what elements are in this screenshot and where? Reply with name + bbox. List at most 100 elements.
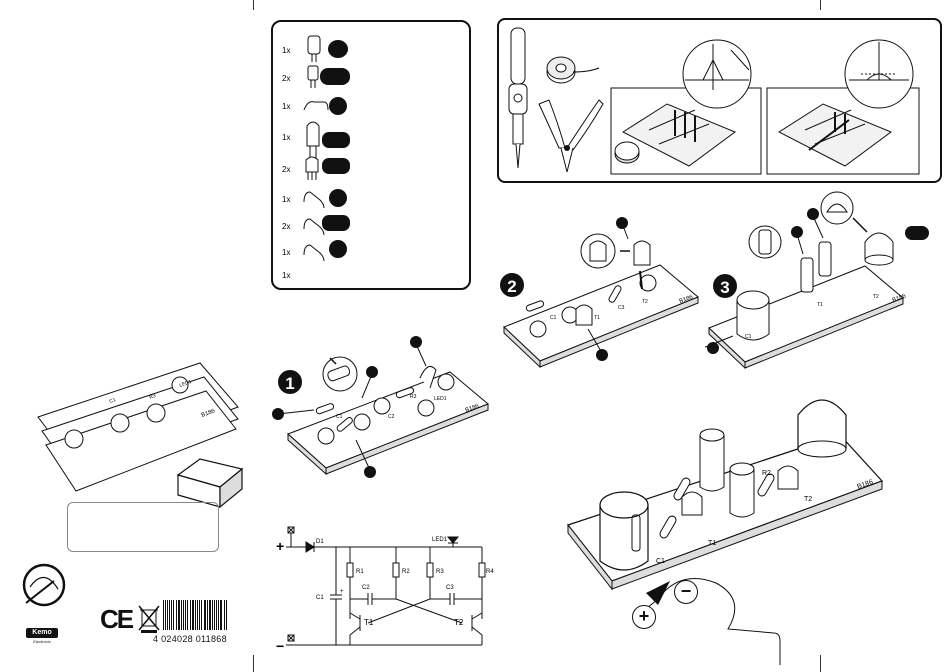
barcode-bar [176, 600, 177, 630]
schematic-r1-label: R1 [356, 569, 364, 575]
schematic-c2-label: C2 [362, 585, 370, 591]
step-2-c1-label: C1 [550, 315, 557, 321]
schematic-t2-label: T2 [454, 618, 464, 627]
step-2-t1-label: T1 [594, 315, 600, 321]
parts-qty: 1x [282, 195, 290, 204]
schematic-plus-label: + [276, 538, 284, 554]
schematic-c1-polarity: + [340, 589, 344, 595]
step-3-drawing: 3 B186 T1 T2 C1 [705, 190, 940, 380]
polarity-minus-badge: − [674, 580, 698, 604]
big-pcb-t2-label: T2 [804, 496, 812, 503]
schematic-r2-label: R2 [402, 569, 410, 575]
barcode-bar [192, 600, 194, 630]
barcode-bar [209, 600, 211, 630]
soldering-iron-icon [509, 28, 527, 168]
barcode-bar [185, 600, 186, 630]
parts-badge-wide [320, 68, 350, 85]
barcode-bar [214, 600, 215, 630]
parts-qty: 2x [282, 74, 290, 83]
parts-row-3: 1x [282, 97, 347, 115]
barcode-bar [224, 600, 225, 630]
parts-qty: 2x [282, 222, 290, 231]
barcode-bar [201, 600, 202, 630]
barcode-bar [226, 600, 227, 630]
parts-row-9: 1x [282, 271, 290, 280]
step-3-t2-label: T2 [873, 294, 879, 300]
step-1-r3-label: R3 [410, 394, 417, 400]
soldering-step-image-2 [767, 40, 919, 174]
step-1-number: 1 [285, 374, 294, 393]
barcode-bar [183, 600, 184, 630]
step-2-t2-label: T2 [642, 299, 648, 305]
finished-pcb-drawing: B186 C1 T1 T2 R2 [540, 385, 900, 665]
fold-line-left-bottom [253, 655, 254, 672]
barcode-bar [190, 600, 191, 630]
parts-badge-round [329, 240, 347, 258]
big-pcb-t1-label: T1 [708, 540, 716, 547]
barcode-bar [163, 600, 164, 630]
parts-qty: 1x [282, 46, 290, 55]
step-1-illustration: 1 B186 C1 C2 R3 LED1 [270, 330, 500, 485]
big-pcb-c1-label: C1 [656, 558, 665, 565]
parts-row-2: 2x [282, 66, 350, 88]
barcode-bar [171, 600, 172, 630]
barcode-bar [204, 600, 206, 630]
parts-badge-round [329, 189, 347, 207]
step-2-illustration: 2 B186 T1 T2 C1 C3 [498, 215, 708, 380]
barcode-bar [181, 600, 182, 630]
step-3-illustration: 3 B186 T1 T2 C1 [705, 190, 940, 385]
step-2-c3-label: C3 [618, 305, 625, 311]
parts-row-6: 1x [282, 189, 347, 208]
step-2-number: 2 [507, 277, 516, 296]
step-2-drawing: 2 B186 T1 T2 C1 C3 [498, 215, 708, 375]
step-1-led1-label: LED1 [434, 396, 447, 402]
parts-row-5: 2x [282, 157, 350, 180]
schematic-t1-label: T1 [364, 618, 374, 627]
schematic-led1-label: LED1 [432, 537, 448, 543]
barcode-bar [199, 600, 200, 630]
barcode-bar [220, 600, 222, 630]
barcode-bar [173, 600, 174, 630]
parts-list-drawing: 1x 2x 1x 1x 2x 1x [280, 32, 460, 282]
barcode-bar [178, 600, 180, 630]
barcode-bar [167, 600, 168, 630]
barcode-bar [187, 600, 188, 630]
barcode-bar [207, 600, 208, 630]
parts-list: 1x 2x 1x 1x 2x 1x [280, 32, 460, 282]
parts-badge-wide [322, 132, 350, 148]
parts-row-7: 2x [282, 215, 350, 235]
step-3-number: 3 [720, 278, 729, 297]
soldering-step-image-1 [611, 40, 761, 174]
barcode-bar [216, 600, 217, 630]
parts-badge-round [328, 40, 348, 58]
polarity-plus-badge: + [632, 605, 656, 629]
barcode-bars [163, 600, 245, 630]
barcode-bar [169, 600, 170, 630]
parts-qty: 2x [282, 165, 290, 174]
solder-reel-icon [547, 57, 599, 83]
schematic-c1-label: C1 [316, 595, 324, 601]
barcode [163, 600, 245, 635]
polarity-plus-text: + [639, 606, 650, 626]
barcode-digits: 4 024028 011868 [153, 634, 227, 644]
parts-row-4: 1x [282, 122, 350, 158]
parts-badge-wide [322, 158, 350, 174]
fold-line-right [820, 0, 821, 10]
info-box [67, 502, 219, 552]
tools-illustration [499, 20, 937, 178]
ce-mark: CE [100, 604, 132, 635]
side-cutter-icon [539, 100, 603, 172]
step-3-c1-label: C1 [745, 334, 752, 340]
schematic-r4-label: R4 [486, 569, 494, 575]
step-3-t1-label: T1 [817, 302, 823, 308]
parts-qty: 1x [282, 102, 290, 111]
finished-pcb-illustration: B186 C1 T1 T2 R2 [540, 385, 900, 670]
parts-badge-wide [322, 215, 350, 231]
schematic-drawing: + − D1 LED1 R1 R2 R3 R4 C1 C2 C3 T1 T2 + [272, 523, 502, 663]
parts-qty: 1x [282, 133, 290, 142]
barcode-bar [197, 600, 198, 630]
schematic-d1-label: D1 [316, 539, 324, 545]
polarity-minus-text: − [681, 581, 692, 601]
brand-logo-badge: Kemo [26, 628, 58, 638]
parts-row-8: 1x [282, 240, 347, 261]
